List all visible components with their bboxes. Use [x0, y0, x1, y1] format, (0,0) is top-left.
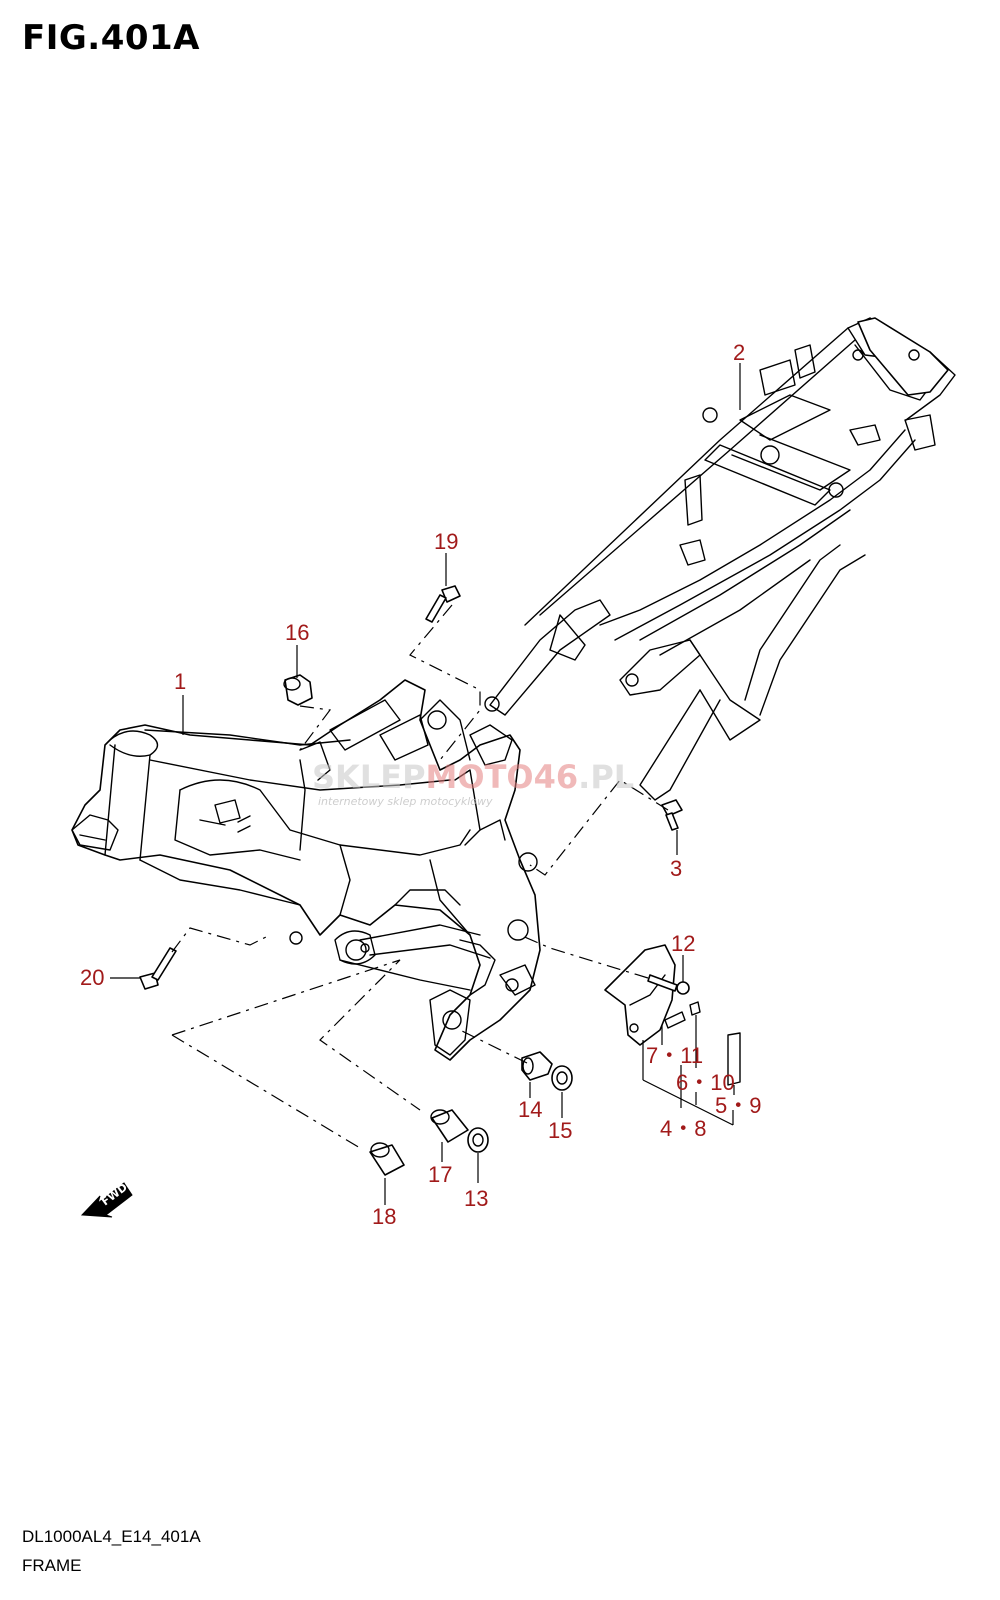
- watermark-part-a: SKLEP: [312, 758, 426, 796]
- figure-title: FIG.401A: [22, 18, 200, 58]
- callout-4-8: 4・8: [660, 1116, 706, 1141]
- watermark-logo: SKLEPMOTO46.PL internetowy sklep motocyk…: [312, 758, 634, 808]
- callout-14: 14: [518, 1097, 542, 1122]
- callout-15: 15: [548, 1118, 572, 1143]
- callout-19: 19: [434, 529, 458, 554]
- callout-3: 3: [670, 856, 682, 881]
- watermark-tagline: internetowy sklep motocyklowy: [318, 795, 493, 808]
- callouts: 1 2 3 19 16 20 12 7・11 6・10 5・9 4・8 14 1…: [80, 340, 761, 1229]
- callout-16: 16: [285, 620, 309, 645]
- callout-13: 13: [464, 1186, 488, 1211]
- watermark-part-b: MOTO46: [426, 758, 579, 796]
- side-cover: [604, 944, 741, 1086]
- callout-20: 20: [80, 965, 104, 990]
- callout-12: 12: [671, 931, 695, 956]
- assembly-lines: [171, 604, 669, 1149]
- callout-6-10: 6・10: [676, 1070, 735, 1095]
- callout-1: 1: [174, 669, 186, 694]
- fwd-arrow-icon: FWD: [80, 1181, 133, 1218]
- rear-seat-rail: [484, 317, 956, 801]
- main-frame: [71, 679, 541, 1061]
- figure-name: FRAME: [22, 1556, 82, 1575]
- callout-7-11: 7・11: [646, 1043, 703, 1068]
- figure-code: DL1000AL4_E14_401A: [22, 1527, 201, 1546]
- callout-17: 17: [428, 1162, 452, 1187]
- callout-2: 2: [733, 340, 745, 365]
- svg-text:SKLEPMOTO46.PL: SKLEPMOTO46.PL: [312, 758, 634, 796]
- callout-5-9: 5・9: [715, 1093, 761, 1118]
- callout-18: 18: [372, 1204, 396, 1229]
- hardware: [139, 585, 690, 1176]
- leader-lines: [110, 363, 741, 1205]
- watermark-part-c: .PL: [578, 758, 634, 796]
